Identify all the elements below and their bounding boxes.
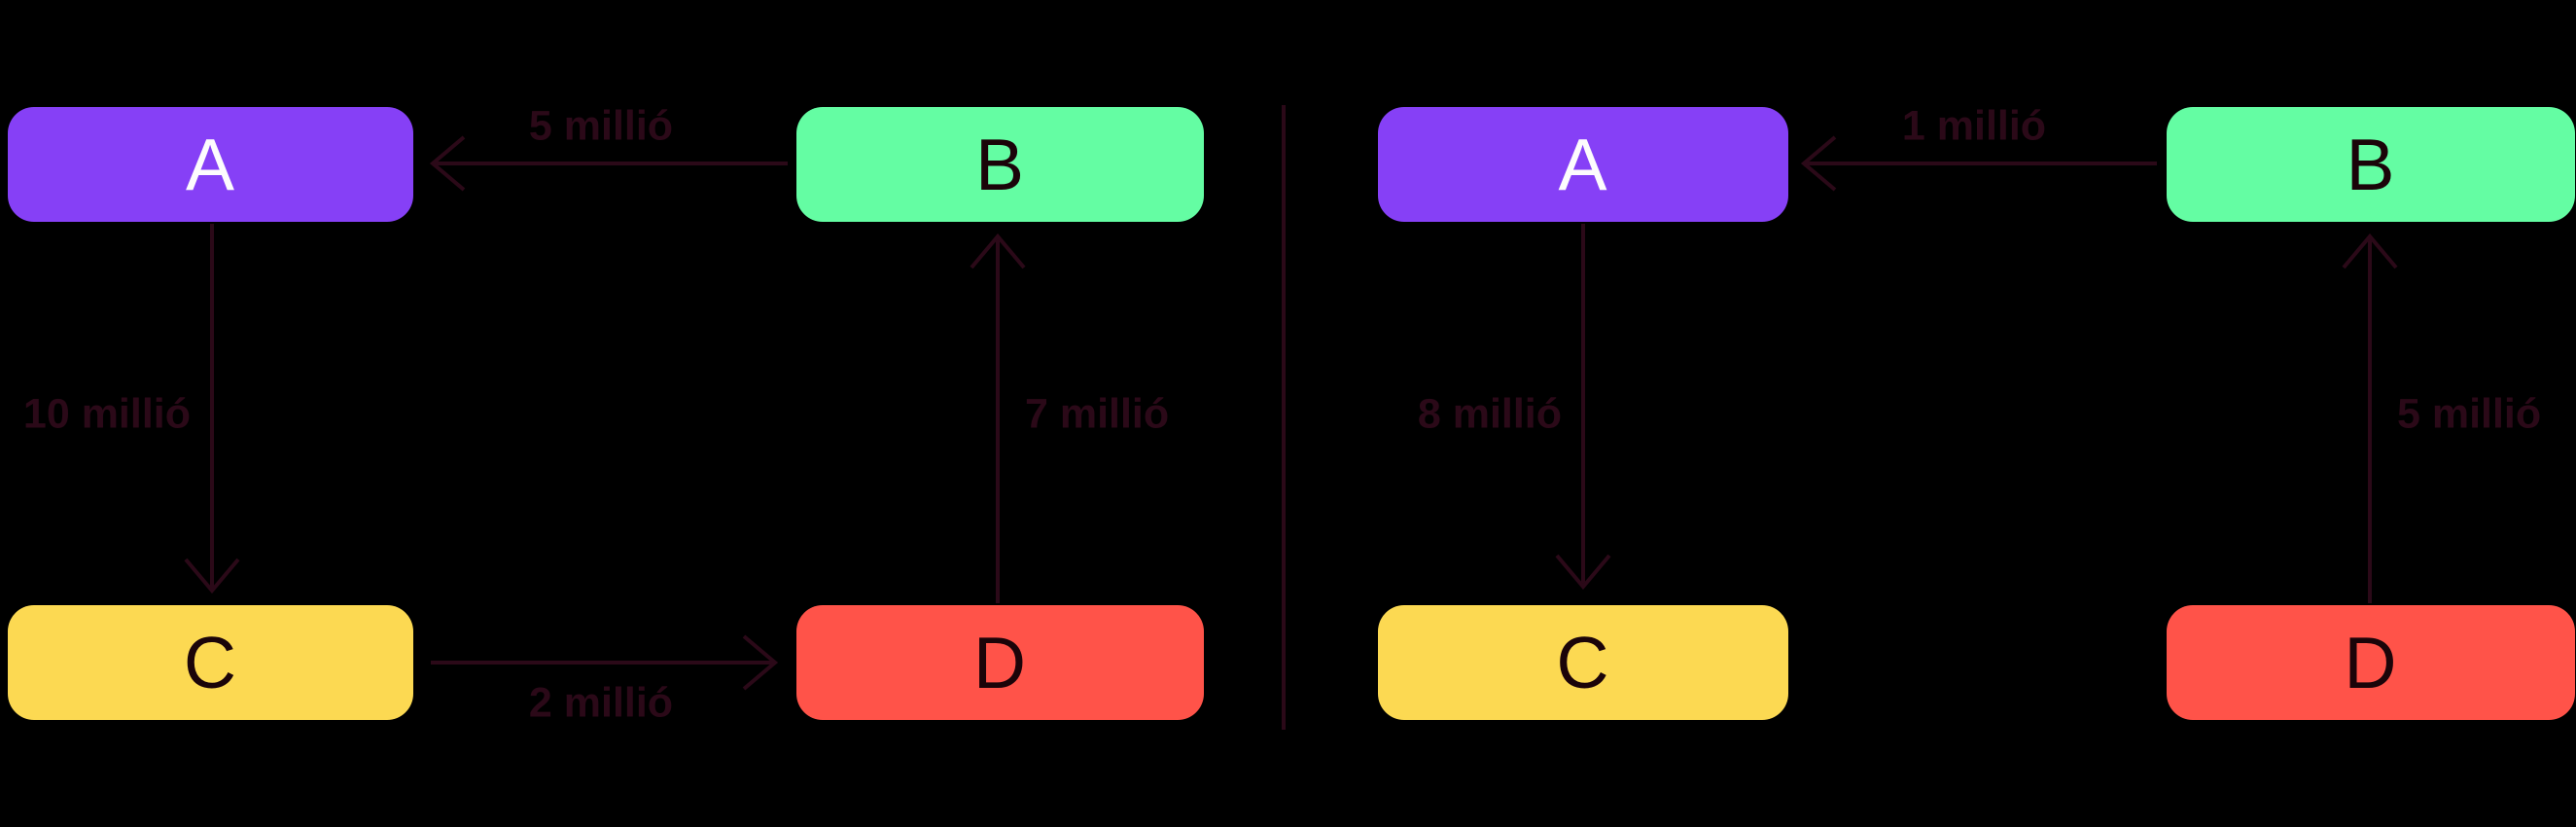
node-letter: C — [1556, 621, 1610, 703]
edge-left-d-to-b-arrowhead-icon — [970, 233, 1026, 270]
node-right-c: C — [1378, 605, 1788, 720]
node-letter: C — [183, 621, 238, 703]
node-letter: B — [974, 123, 1026, 205]
node-letter: A — [1558, 123, 1608, 205]
edge-left-a-to-c-arrowhead-icon — [184, 557, 240, 594]
edge-left-c-to-d-arrowhead-icon — [742, 634, 779, 691]
edge-right-a-to-c-label: 8 millió — [1417, 390, 1562, 438]
node-letter: B — [2346, 123, 2396, 205]
edge-right-b-to-a-arrowhead-icon — [1800, 135, 1837, 192]
node-left-b: B — [796, 107, 1204, 222]
node-letter: D — [2344, 621, 2398, 703]
edge-right-b-to-a-label: 1 millió — [1901, 102, 2047, 150]
node-right-d: D — [2167, 605, 2575, 720]
node-left-d: D — [796, 605, 1204, 720]
node-left-a: A — [8, 107, 413, 222]
edge-right-d-to-b-label: 5 millió — [2397, 390, 2542, 438]
node-left-c: C — [8, 605, 413, 720]
node-letter: A — [185, 123, 236, 205]
edge-left-c-to-d-label: 2 millió — [528, 679, 674, 727]
edge-left-a-to-c-label: 10 millió — [22, 390, 191, 438]
node-right-a: A — [1378, 107, 1788, 222]
edge-right-d-to-b-arrowhead-icon — [2342, 233, 2398, 270]
node-right-b: B — [2167, 107, 2575, 222]
panel-divider — [1282, 105, 1286, 730]
edge-right-a-to-c-arrowhead-icon — [1555, 554, 1611, 591]
node-letter: D — [972, 621, 1028, 703]
edge-left-b-to-a-arrowhead-icon — [429, 135, 466, 192]
edge-left-d-to-b-label: 7 millió — [1025, 390, 1170, 438]
edge-left-b-to-a-label: 5 millió — [528, 102, 674, 150]
